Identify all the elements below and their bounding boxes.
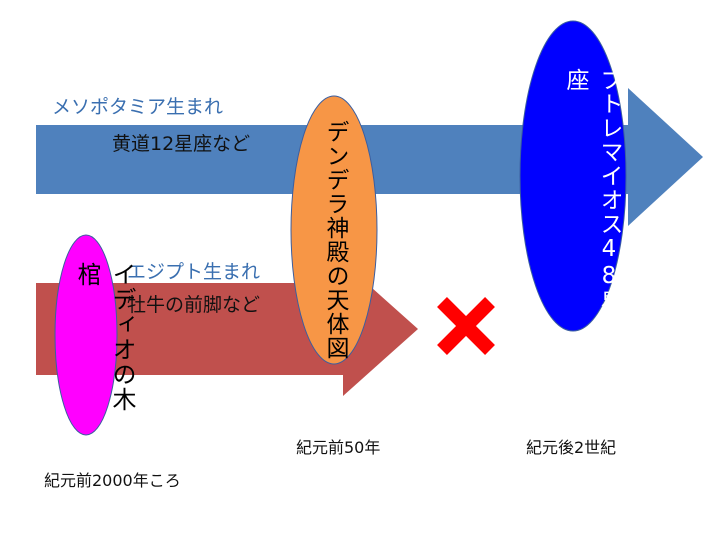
- timeline-label-2000bc: 紀元前2000年ころ: [44, 471, 181, 490]
- coffin-oval: [54, 234, 118, 436]
- mesopotamia-detail: 黄道12星座など: [112, 133, 251, 155]
- ptolemy-text: プトレマイオス48星座: [562, 68, 622, 314]
- timeline-label-2nd-century: 紀元後2世紀: [526, 438, 617, 457]
- dendera-oval: [290, 95, 378, 365]
- coffin-text: イディオの木棺: [73, 262, 136, 412]
- timeline-label-50bc: 紀元前50年: [296, 438, 381, 457]
- ptolemy-oval: [519, 20, 627, 332]
- mesopotamia-label: メソポタミア生まれ: [52, 96, 224, 118]
- egypt-label: エジプト生まれ: [127, 261, 261, 283]
- dendera-text: デンデラ神殿の天体図: [322, 120, 348, 360]
- x-mark-icon: [437, 297, 495, 355]
- egypt-detail: 牡牛の前脚など: [127, 294, 261, 316]
